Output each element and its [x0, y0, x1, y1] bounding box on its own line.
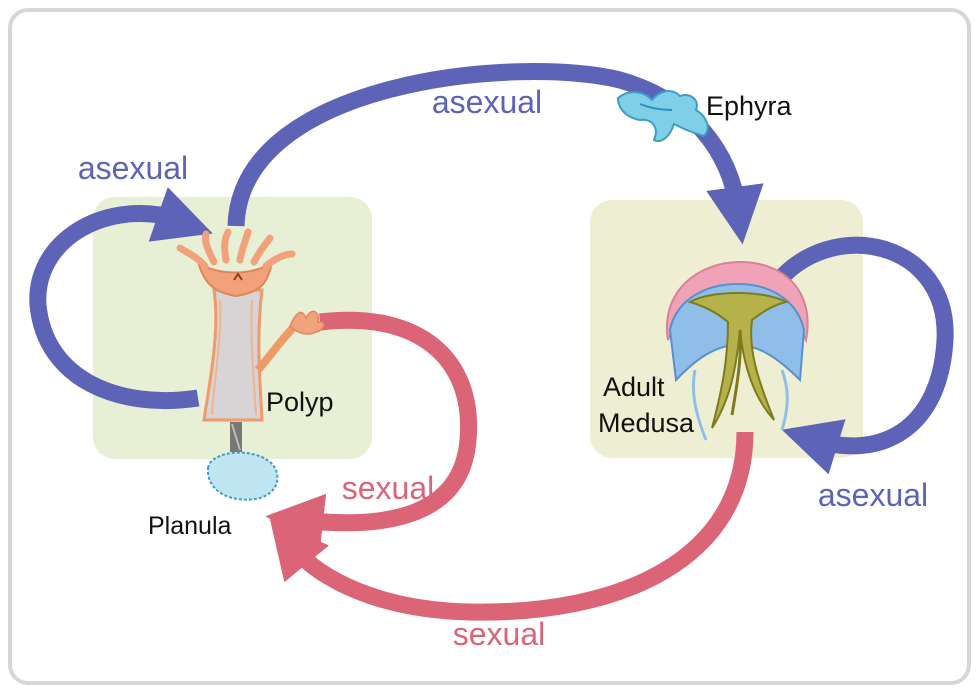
medusa-label: Medusa — [598, 408, 695, 438]
asexual-label-top: asexual — [432, 84, 542, 120]
sexual-label-bottom: sexual — [453, 616, 546, 652]
asexual-label-right: asexual — [818, 477, 928, 513]
planula-label: Planula — [148, 512, 231, 540]
adult-label: Adult — [603, 372, 665, 402]
polyp-label: Polyp — [266, 387, 334, 417]
ephyra-label: Ephyra — [706, 91, 793, 121]
sexual-label-middle: sexual — [342, 470, 435, 506]
asexual-label-left: asexual — [78, 150, 188, 186]
